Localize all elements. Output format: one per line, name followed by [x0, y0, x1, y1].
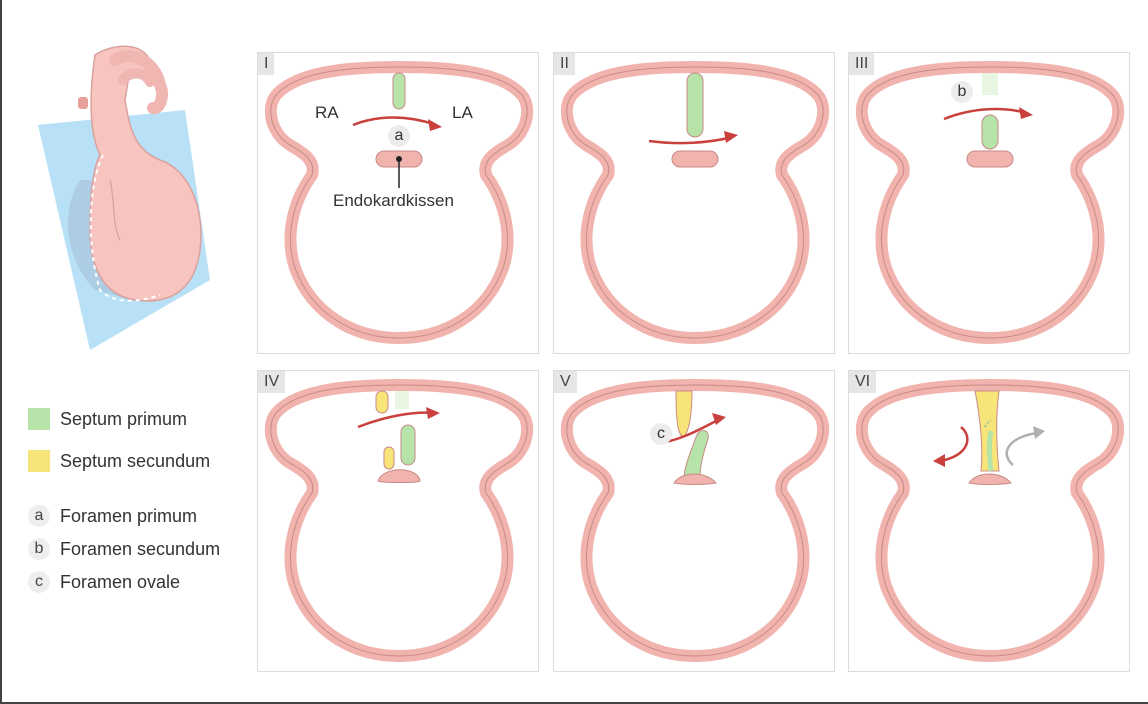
septum-secundum-lower	[383, 446, 395, 470]
blood-flow-arrow-right-to-left	[940, 426, 969, 463]
endocardial-cushion	[673, 473, 717, 485]
septum-primum	[400, 424, 416, 466]
color-legend: Septum primum Septum secundum	[28, 408, 210, 492]
panel-label: IV	[258, 371, 286, 393]
stage-panel-6: VI	[848, 370, 1130, 672]
legend-label: Foramen secundum	[60, 538, 221, 559]
septum-primum	[686, 72, 704, 138]
legend-item: a Foramen primum	[28, 504, 220, 528]
legend-item-septum-secundum: Septum secundum	[28, 450, 210, 472]
label-b: b	[951, 81, 973, 103]
label-c: c	[650, 423, 672, 445]
legend-label: Foramen ovale	[60, 571, 181, 592]
legend-label: Septum secundum	[60, 450, 211, 471]
heart-section-2	[560, 60, 830, 345]
label-ra: RA	[315, 103, 339, 122]
septum-primum	[981, 114, 999, 150]
fused-septum	[974, 390, 1000, 472]
heart-overview-illustration	[38, 45, 210, 350]
septum-secundum	[375, 390, 389, 414]
label-endocardial-cushion: Endokardkissen	[333, 191, 454, 210]
septum-primum	[392, 72, 406, 110]
stage-panel-1: I RA LA a Endokardkissen	[257, 52, 539, 354]
endocardial-cushion	[968, 473, 1012, 485]
endocardial-cushion	[671, 150, 719, 168]
blood-flow-arrow-gray	[1005, 431, 1038, 466]
heart-section-1	[264, 60, 534, 345]
heart-section-5	[560, 378, 830, 663]
septum-primum	[683, 430, 709, 477]
stage-panel-3: III b	[848, 52, 1130, 354]
panel-label: I	[258, 53, 275, 75]
septum-primum-swatch	[28, 408, 50, 430]
letter-badge: c	[28, 571, 50, 593]
septum-primum-upper	[982, 73, 998, 95]
label-la: LA	[452, 103, 473, 122]
panel-label: II	[554, 53, 575, 75]
septum-secundum-swatch	[28, 450, 50, 472]
stage-panel-5: V c	[553, 370, 835, 672]
legend-item-septum-primum: Septum primum	[28, 408, 210, 430]
legend-label: Foramen primum	[60, 505, 198, 526]
letter-badge: a	[28, 505, 50, 527]
panel-label: III	[849, 53, 875, 75]
label-a: a	[388, 125, 410, 147]
legend-item: b Foramen secundum	[28, 537, 220, 561]
blood-flow-arrow	[648, 135, 733, 145]
panel-label: VI	[849, 371, 877, 393]
letter-badge: b	[28, 538, 50, 560]
heart-section-3	[855, 60, 1125, 345]
panel-label: V	[554, 371, 577, 393]
legend-label: Septum primum	[60, 408, 188, 429]
letter-legend: a Foramen primum b Foramen secundum c Fo…	[28, 504, 220, 603]
septum-primum-upper	[395, 391, 409, 409]
heart-section-6	[855, 378, 1125, 663]
endocardial-cushion	[377, 469, 421, 483]
stage-panel-2: II	[553, 52, 835, 354]
heart-section-4	[264, 378, 534, 663]
stage-panel-4: IV	[257, 370, 539, 672]
endocardial-cushion	[966, 150, 1014, 168]
blood-flow-arrow	[352, 116, 437, 127]
legend-item: c Foramen ovale	[28, 570, 220, 594]
